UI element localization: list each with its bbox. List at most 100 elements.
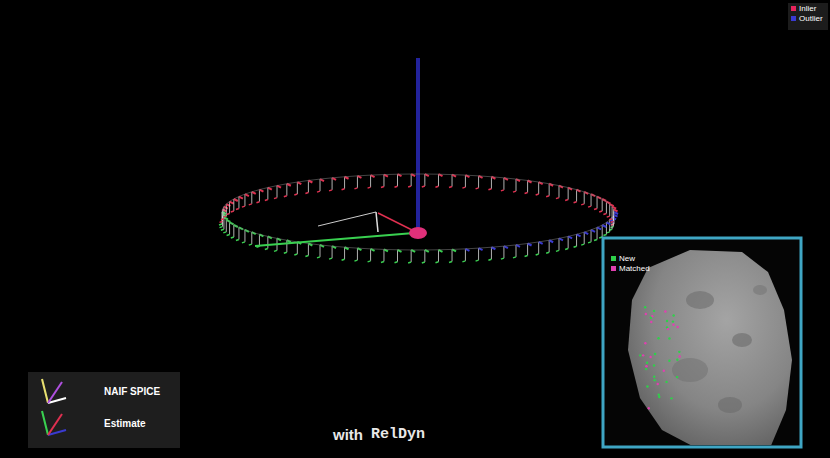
pose-frame	[381, 175, 388, 188]
legend-text: Outlier	[799, 14, 823, 23]
feature-point	[645, 368, 647, 370]
legend-item: Outlier	[791, 14, 823, 23]
legend-text: Estimate	[104, 418, 146, 429]
pose-frame	[546, 240, 553, 253]
caption-text: RelDyn	[371, 426, 425, 443]
feature-point	[639, 354, 641, 356]
feature-point	[653, 376, 655, 378]
pose-frame	[368, 175, 375, 188]
pose-frame	[449, 249, 456, 262]
legend-text: New	[619, 254, 635, 263]
pose-frame	[488, 247, 495, 260]
feature-point	[653, 310, 655, 312]
pose-frame	[435, 174, 442, 187]
pose-frame	[265, 236, 272, 249]
pose-frame	[294, 242, 301, 255]
feature-point	[657, 383, 659, 385]
feature-point	[644, 342, 646, 344]
legend-item: Estimate	[36, 408, 146, 438]
pose-frame	[242, 194, 249, 207]
feature-point	[650, 321, 652, 323]
pose-frame	[305, 244, 312, 257]
pose-frame	[599, 225, 606, 238]
pose-frame	[546, 184, 553, 197]
pose-frame	[284, 184, 291, 197]
feature-point	[663, 370, 665, 372]
pose-frame	[294, 182, 301, 195]
pose-frame	[574, 234, 581, 247]
axis-triad-symbol	[36, 408, 98, 438]
pose-frame	[236, 227, 243, 240]
pose-frame	[449, 175, 456, 188]
feature-point	[654, 353, 656, 355]
feature-point	[642, 354, 644, 356]
feature-point	[648, 407, 650, 409]
pose-frame	[565, 236, 572, 249]
feature-point	[658, 393, 660, 395]
legend-item: Matched	[611, 264, 650, 273]
estimate-axis	[255, 233, 414, 246]
pose-frame	[594, 227, 601, 240]
pose-frame	[408, 174, 415, 187]
axis-triad-symbol	[36, 376, 98, 406]
feature-point	[654, 379, 656, 381]
pose-frame	[395, 250, 402, 263]
feature-point	[678, 351, 680, 353]
feature-point	[664, 310, 666, 312]
feature-point	[670, 397, 672, 399]
pose-frame	[588, 194, 595, 207]
pose-frame	[305, 180, 312, 193]
feature-point	[649, 356, 651, 358]
feature-point	[650, 317, 652, 319]
pose-frame	[408, 250, 415, 263]
feature-point	[657, 337, 659, 339]
pose-frame	[556, 186, 563, 199]
pose-frame	[476, 248, 483, 261]
feature-point	[676, 376, 678, 378]
legend-panel	[28, 372, 180, 448]
feature-point	[672, 324, 674, 326]
feature-point	[672, 314, 674, 316]
pose-frame	[395, 174, 402, 187]
feature-point	[678, 355, 680, 357]
pose-frame	[603, 222, 610, 235]
legend-swatch	[611, 256, 616, 261]
feature-point	[667, 328, 669, 330]
estimate-axis	[318, 212, 376, 226]
pose-frame	[256, 190, 263, 203]
pose-frame	[368, 249, 375, 262]
pose-frame	[236, 197, 243, 210]
pose-frame	[525, 244, 532, 257]
legend-item: NAIF SPICE	[36, 376, 160, 406]
feature-point	[668, 360, 670, 362]
pose-frame	[317, 245, 324, 258]
pose-frame	[435, 250, 442, 263]
feature-point	[668, 337, 670, 339]
legend-text: NAIF SPICE	[104, 386, 160, 397]
pose-frame	[265, 188, 272, 201]
feature-point	[665, 381, 667, 383]
pose-frame	[565, 188, 572, 201]
pose-frame	[249, 232, 256, 245]
pose-frame	[422, 174, 429, 187]
pose-frame	[556, 238, 563, 251]
pose-frame	[354, 176, 361, 189]
feature-point	[672, 320, 674, 322]
legend-swatch	[791, 16, 796, 21]
pose-frame	[588, 230, 595, 243]
legend-swatch	[611, 266, 616, 271]
pose-frame	[525, 180, 532, 193]
pose-frame	[422, 250, 429, 263]
feature-point	[653, 364, 655, 366]
pose-frame	[513, 245, 520, 258]
asteroid-image	[628, 250, 792, 445]
pose-frame	[594, 197, 601, 210]
legend-text: Matched	[619, 264, 650, 273]
pose-frame	[242, 230, 249, 243]
legend-item: Inlier	[791, 4, 816, 13]
pose-frame	[476, 176, 483, 189]
feature-point	[676, 326, 678, 328]
pose-frame	[249, 192, 256, 205]
pose-frame	[581, 232, 588, 245]
legend-text: Inlier	[799, 4, 816, 13]
